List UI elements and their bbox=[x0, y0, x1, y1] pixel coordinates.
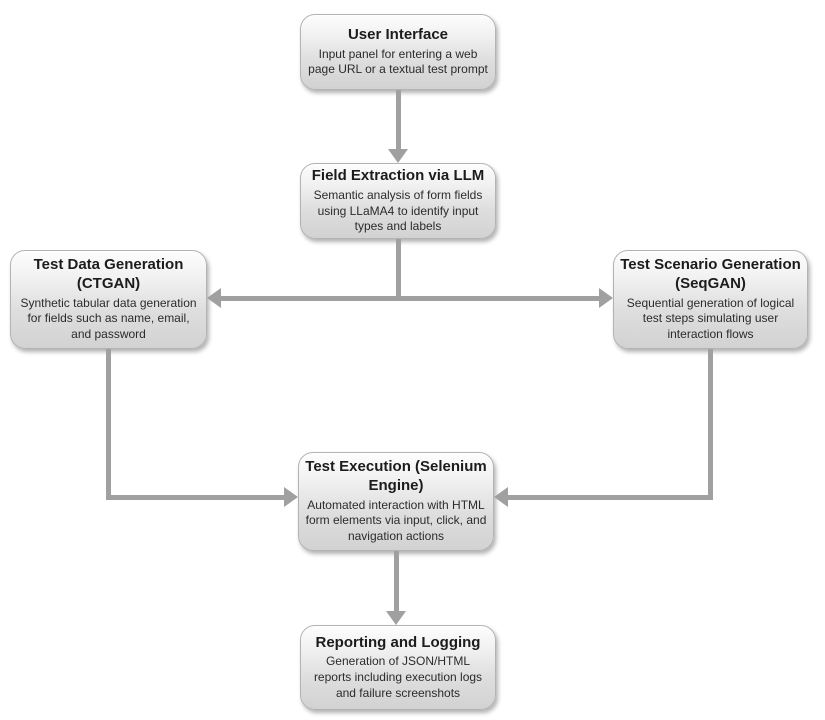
node-title: Field Extraction via LLM bbox=[311, 167, 485, 185]
node-user-interface: User Interface Input panel for entering … bbox=[300, 14, 496, 90]
node-description: Generation of JSON/HTML reports includin… bbox=[313, 654, 483, 700]
arrowhead-right-icon bbox=[284, 487, 298, 507]
node-title: Test Execution (Selenium Engine) bbox=[305, 458, 487, 495]
node-title: User Interface bbox=[347, 26, 449, 44]
arrowhead-right-icon bbox=[599, 288, 613, 308]
arrowhead-left-icon bbox=[207, 288, 221, 308]
node-title: Test Scenario Generation (SeqGAN) bbox=[620, 256, 801, 293]
edge-ctgan-to-execution-vline bbox=[106, 349, 111, 498]
edge-execution-to-reporting-line bbox=[394, 551, 399, 611]
node-title: Reporting and Logging bbox=[315, 633, 481, 651]
edge-field-extraction-branch-line bbox=[218, 296, 601, 301]
node-description: Input panel for entering a web page URL … bbox=[308, 46, 488, 77]
edge-seqgan-to-execution-hline bbox=[508, 495, 713, 500]
node-title: Test Data Generation (CTGAN) bbox=[33, 256, 184, 293]
node-test-scenario-generation-seqgan: Test Scenario Generation (SeqGAN) Sequen… bbox=[613, 250, 808, 349]
arrowhead-down-icon bbox=[388, 149, 408, 163]
node-description: Sequential generation of logical test st… bbox=[626, 295, 795, 342]
node-description: Automated interaction with HTML form ele… bbox=[305, 497, 487, 544]
arrowhead-left-icon bbox=[494, 487, 508, 507]
edge-field-extraction-stem-line bbox=[396, 239, 401, 299]
node-test-execution-selenium: Test Execution (Selenium Engine) Automat… bbox=[298, 452, 494, 551]
edge-seqgan-to-execution-vline bbox=[708, 349, 713, 498]
edge-ctgan-to-execution-hline bbox=[106, 495, 284, 500]
node-description: Synthetic tabular data generation for fi… bbox=[20, 295, 197, 342]
node-reporting-and-logging: Reporting and Logging Generation of JSON… bbox=[300, 625, 496, 710]
arrowhead-down-icon bbox=[386, 611, 406, 625]
edge-ui-to-field-extraction-line bbox=[396, 90, 401, 150]
node-description: Semantic analysis of form fields using L… bbox=[313, 187, 483, 234]
node-test-data-generation-ctgan: Test Data Generation (CTGAN) Synthetic t… bbox=[10, 250, 207, 349]
node-field-extraction-llm: Field Extraction via LLM Semantic analys… bbox=[300, 163, 496, 239]
